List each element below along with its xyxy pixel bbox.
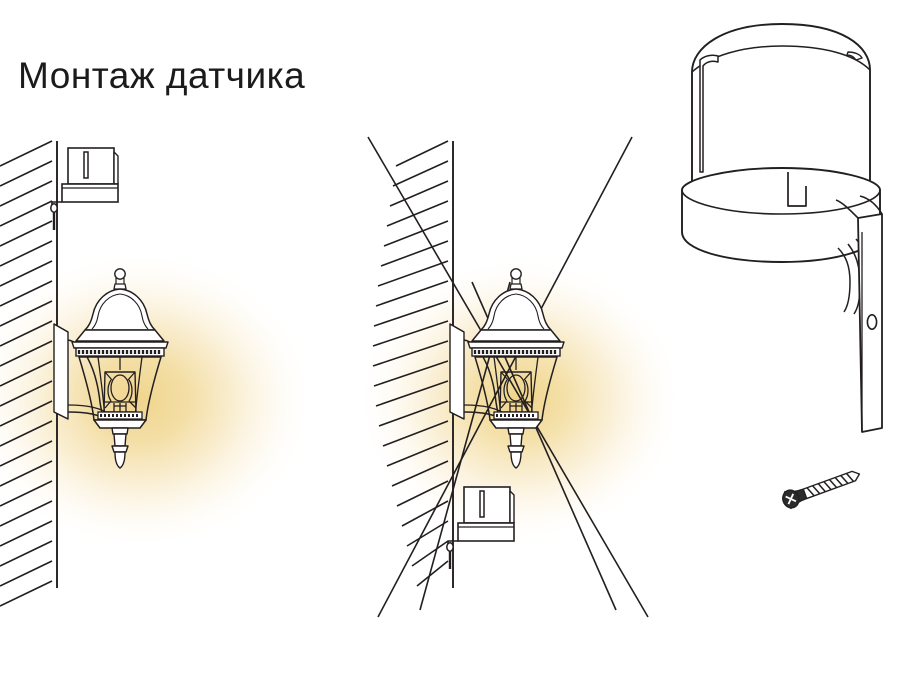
panel-right-figure bbox=[681, 23, 883, 510]
panel-sensor-below-lamp bbox=[355, 0, 685, 675]
panel-mid-figure bbox=[355, 136, 685, 618]
photocell-sensor-box bbox=[51, 147, 119, 209]
wall bbox=[0, 140, 58, 607]
light-glow bbox=[0, 250, 315, 550]
panel-left-figure bbox=[0, 140, 315, 607]
wall bbox=[372, 140, 454, 588]
page-title: Монтаж датчика bbox=[18, 55, 306, 96]
panel-sensor-above-lamp bbox=[0, 0, 360, 675]
mounting-screw bbox=[782, 470, 861, 510]
panel-sensor-detail bbox=[670, 0, 900, 675]
mounting-bracket bbox=[835, 195, 883, 433]
bracket-hole bbox=[866, 313, 878, 330]
